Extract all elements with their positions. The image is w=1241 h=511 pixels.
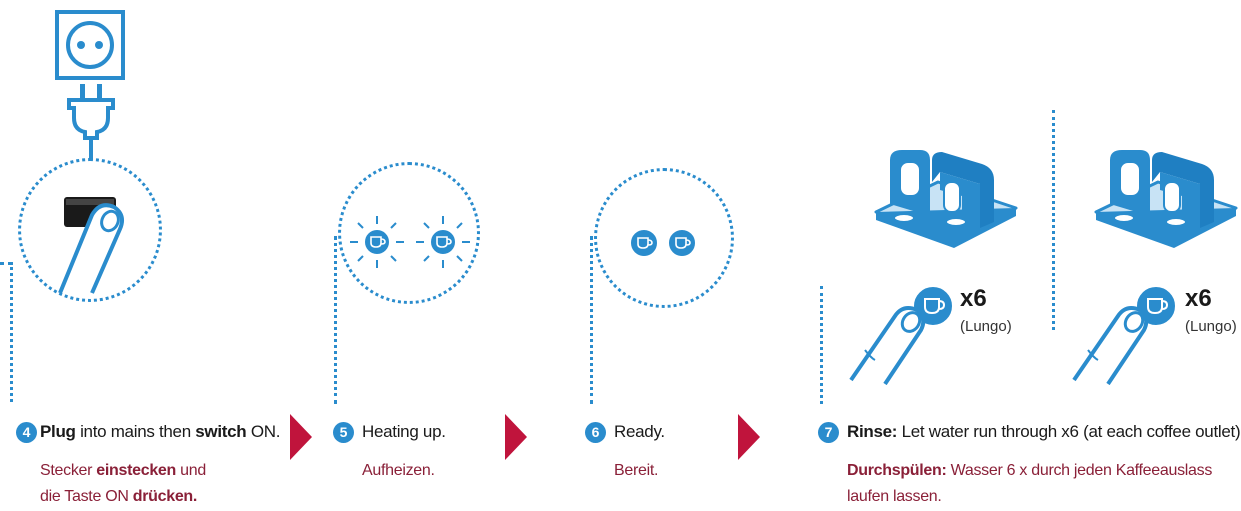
ready-circle [594, 168, 734, 308]
step6-english: Ready. [614, 422, 665, 441]
finger-press-lungo-icon-right [1068, 280, 1183, 386]
step-number-6: 6 [585, 422, 606, 443]
rinse-count-left: x6 [960, 285, 987, 312]
next-arrow-2 [505, 414, 527, 460]
rinse-divider [1052, 110, 1055, 330]
lungo-label-left: (Lungo) [960, 318, 1012, 335]
step6-dotted-line [590, 236, 593, 404]
plug-icon [63, 82, 119, 162]
step6-german: Bereit. [614, 462, 659, 479]
dotted-connector [0, 262, 12, 265]
next-arrow-1 [290, 414, 312, 460]
step5-german: Aufheizen. [362, 462, 435, 479]
step7-english: Rinse: Let water run through x6 (at each… [847, 422, 1241, 441]
finger-press-lungo-icon-left [845, 280, 960, 386]
coffee-machine-icon-left [870, 146, 1020, 248]
step7-german: Durchspülen: Wasser 6 x durch jeden Kaff… [847, 462, 1213, 505]
step4-dotted-line [10, 262, 13, 402]
step5-english: Heating up. [362, 422, 446, 441]
step-number-7: 7 [818, 422, 839, 443]
power-switch-finger-icon [40, 175, 150, 295]
switch-circle [18, 158, 162, 302]
coffee-machine-icon-right [1090, 146, 1240, 248]
cup-buttons-icon [626, 226, 702, 260]
rinse-count-right: x6 [1185, 285, 1212, 312]
step4-german: Stecker einstecken und die Taste ON drüc… [40, 462, 206, 505]
step4-english: Plug into mains then switch ON. [40, 422, 281, 441]
step5-dotted-line [334, 236, 337, 404]
step7-dotted-line [820, 286, 823, 404]
step-number-4: 4 [16, 422, 37, 443]
step-number-5: 5 [333, 422, 354, 443]
next-arrow-3 [738, 414, 760, 460]
heating-circle [338, 162, 480, 304]
socket-icon [55, 10, 125, 80]
lungo-label-right: (Lungo) [1185, 318, 1237, 335]
blinking-cup-buttons-icon [340, 212, 480, 272]
